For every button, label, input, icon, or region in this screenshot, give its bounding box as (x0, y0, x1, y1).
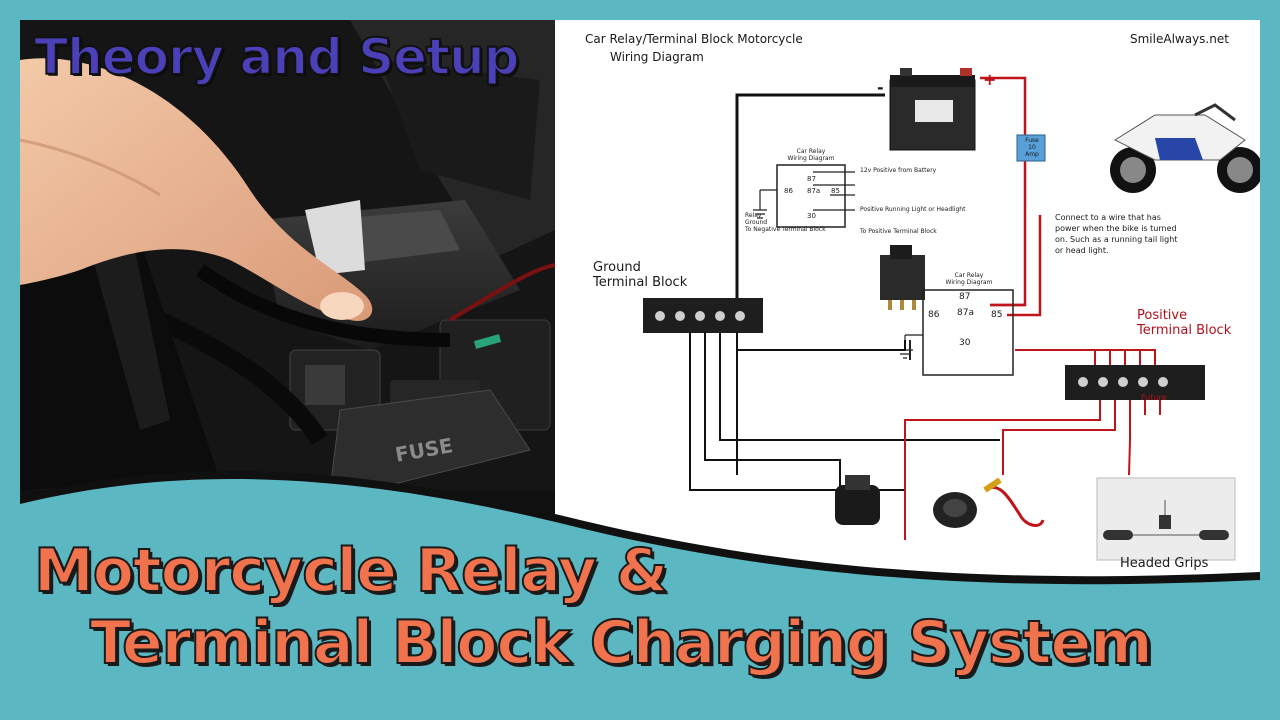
battery-plus: + (983, 70, 997, 89)
small-relay-note-85: Positive Running Light or Headlight (860, 206, 966, 213)
ground-block-label: Ground Terminal Block (593, 260, 688, 290)
large-relay-pin-86: 86 (928, 310, 940, 320)
small-relay-pin-85: 85 (831, 187, 840, 195)
large-relay-pin-87: 87 (959, 292, 971, 302)
ground-terminal-block (643, 298, 763, 333)
motorcycle-image (1110, 103, 1260, 193)
small-relay-diagram (753, 164, 855, 228)
large-relay-pin-87a: 87a (957, 308, 974, 318)
usb-charger-photo (835, 475, 880, 525)
large-relay-pin-85: 85 (991, 310, 1003, 320)
fuse-label: Fuse 10 Amp (1025, 137, 1039, 158)
small-relay-note-87: To Positive Terminal Block (860, 228, 937, 235)
wiring-diagram: Car Relay/Terminal Block Motorcycle Wiri… (555, 20, 1260, 580)
engine-bay-photo: FUSE Theory and Setup (20, 20, 555, 490)
battery-minus: - (877, 78, 884, 97)
photo-illustration (20, 20, 555, 490)
future-label: Future (1141, 393, 1167, 402)
small-relay-pin-86: 86 (784, 187, 793, 195)
cigarette-socket-photo (933, 477, 1045, 528)
large-relay-title: Car Relay Wiring Diagram (945, 272, 993, 286)
diagram-title-line2: Wiring Diagram (610, 50, 704, 64)
small-relay-ground-note: Relay Ground To Negative Terminal Block (745, 212, 826, 233)
small-relay-title: Car Relay Wiring Diagram (787, 148, 835, 162)
wiring-lines (643, 68, 1260, 561)
small-relay-pin-30: 30 (807, 212, 816, 220)
heated-grips-label: Headed Grips (1120, 556, 1209, 571)
positive-terminal-block (1065, 365, 1205, 400)
site-name: SmileAlways.net (1130, 32, 1229, 46)
headline-line1: Motorcycle Relay & (33, 535, 669, 607)
section-title: Theory and Setup (33, 27, 520, 87)
small-relay-pin-87: 87 (807, 175, 816, 183)
heated-grips-diagram (1096, 477, 1236, 561)
diagram-title-line1: Car Relay/Terminal Block Motorcycle (585, 32, 803, 46)
thumbnail-canvas: FUSE Theory and Setup (20, 20, 1260, 700)
small-relay-note-30: 12v Positive from Battery (860, 167, 937, 174)
small-relay-pin-87a: 87a (807, 187, 821, 195)
large-relay-pin-30: 30 (959, 338, 971, 348)
positive-block-label: Positive Terminal Block (1137, 308, 1232, 338)
relay-photo (880, 245, 925, 310)
battery-icon (889, 68, 976, 151)
connect-note: Connect to a wire that has power when th… (1055, 213, 1178, 255)
headline-line2: Terminal Block Charging System (89, 607, 1154, 679)
wave-shape (20, 471, 1260, 700)
headline-band: Motorcycle Relay & Terminal Block Chargi… (20, 460, 1260, 700)
